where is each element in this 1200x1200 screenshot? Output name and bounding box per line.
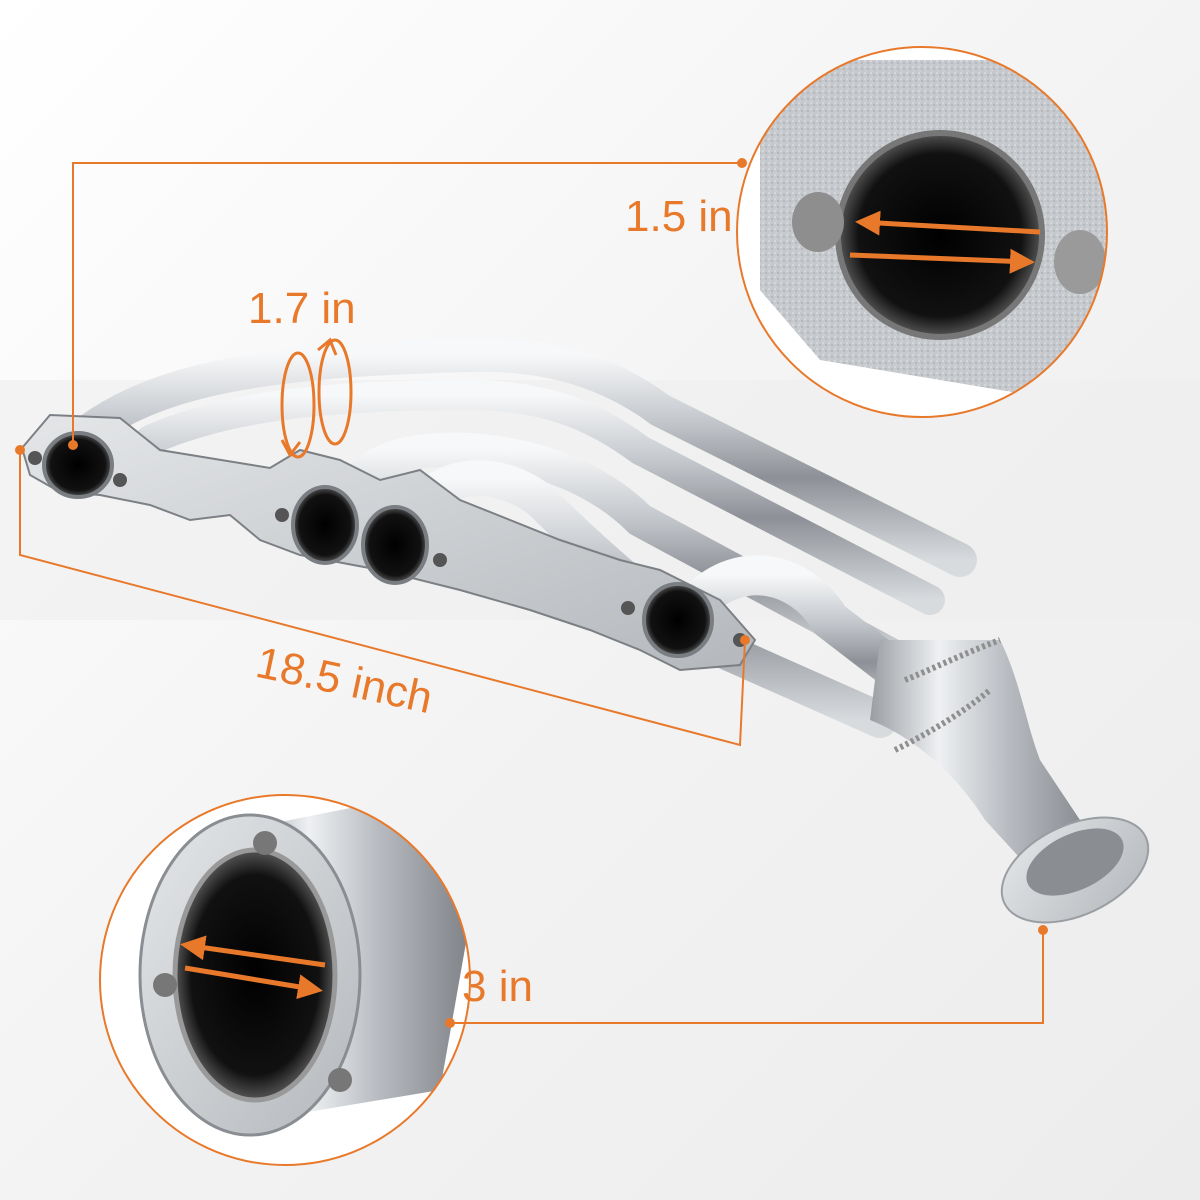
inlet-port-diameter-label: 1.5 in	[625, 192, 733, 241]
bolt-hole	[28, 451, 42, 465]
outlet-arrow-left	[180, 935, 326, 968]
flange-bolt-hole	[328, 1068, 352, 1092]
exhaust-port-2	[291, 485, 359, 565]
outlet-arrow-right	[184, 965, 323, 1000]
collector	[870, 640, 1100, 880]
primary-tube-top	[73, 337, 977, 577]
exhaust-header	[20, 337, 1150, 924]
outlet-opening	[172, 847, 338, 1103]
outlet-flange-detail	[99, 794, 471, 1166]
leader-inlet	[72, 162, 742, 445]
length-dimension	[19, 450, 746, 747]
bolt-hole	[433, 553, 447, 567]
exhaust-port-3	[361, 505, 429, 585]
flange-bolt-hole	[153, 973, 177, 997]
bolt-hole	[275, 508, 289, 522]
stud-hole-right	[1054, 230, 1106, 294]
bolt-hole	[113, 473, 127, 487]
leader-outlet	[450, 930, 1044, 1024]
inlet-port-opening	[835, 130, 1045, 340]
stud-hole-left	[792, 192, 844, 252]
tube-diameter-indicator	[280, 337, 353, 459]
exhaust-port-4	[642, 582, 714, 658]
primary-tube-inner	[343, 432, 917, 677]
dimension-lines	[15, 158, 1048, 1028]
outlet-pipe-rim	[1026, 828, 1124, 896]
exhaust-port-1	[42, 431, 114, 499]
flange-bolt-hole	[253, 831, 277, 855]
weld-seam-2	[893, 687, 992, 753]
primary-tube-mid	[135, 379, 945, 615]
inlet-port-detail	[736, 46, 1108, 418]
primary-tube-diameter-label: 1.7 in	[248, 284, 356, 333]
primary-tube-end	[680, 555, 980, 740]
inlet-arrow-right	[849, 248, 1035, 274]
inlet-arrow-left	[855, 210, 1041, 236]
outlet-diameter-label: 3 in	[462, 962, 533, 1011]
bolt-hole	[621, 601, 635, 615]
